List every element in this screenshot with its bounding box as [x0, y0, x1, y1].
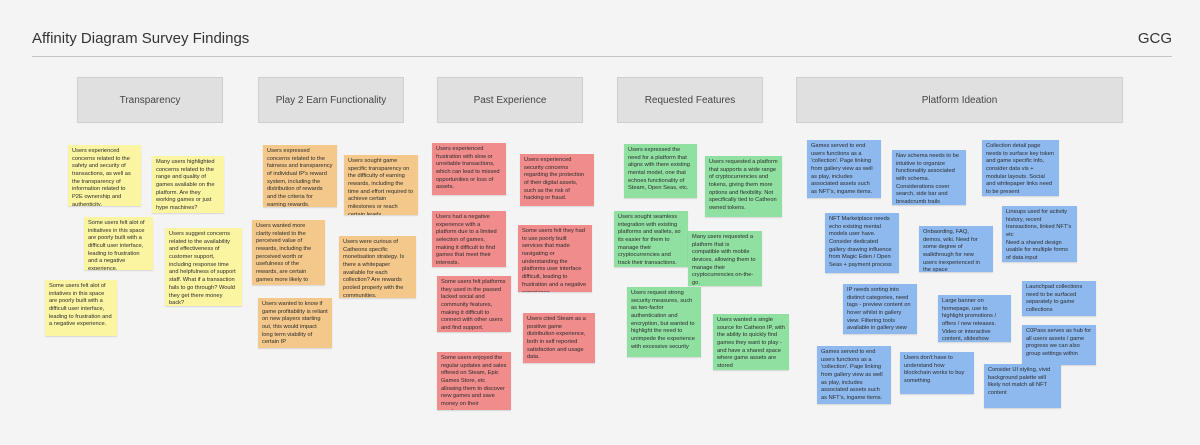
- sticky-note[interactable]: Games served to end users functions as a…: [807, 140, 881, 198]
- sticky-note[interactable]: Some users felt they had to use poorly b…: [518, 225, 592, 292]
- sticky-note[interactable]: Users had a negative experience with a p…: [432, 211, 506, 267]
- header-platform-ideation: Platform Ideation: [796, 77, 1123, 123]
- sticky-note[interactable]: Some users felt platforms they used in t…: [437, 276, 511, 332]
- sticky-note[interactable]: Users don't have to understand how block…: [900, 352, 974, 394]
- title-divider: [32, 56, 1172, 57]
- header-requested-features: Requested Features: [617, 77, 763, 123]
- sticky-note[interactable]: Some users felt alot of initiatives in t…: [84, 217, 153, 270]
- sticky-note[interactable]: IP needs sorting into distinct categorie…: [843, 284, 917, 334]
- sticky-note[interactable]: Users sought seamless integration with e…: [614, 211, 688, 267]
- page-title: Affinity Diagram Survey Findings: [32, 30, 250, 47]
- sticky-note[interactable]: Large banner on homepage, use to highlig…: [938, 295, 1011, 342]
- sticky-note[interactable]: Users experienced frustration with slow …: [432, 143, 506, 195]
- sticky-note[interactable]: Users wanted more clarity related to the…: [252, 220, 325, 285]
- header-past-experience: Past Experience: [437, 77, 583, 123]
- brand-label: GCG: [1137, 30, 1172, 47]
- sticky-note[interactable]: Users cited Steam as a positive game dis…: [523, 313, 595, 363]
- sticky-note[interactable]: Launchpad collections need to be surface…: [1022, 281, 1096, 316]
- sticky-note[interactable]: Users wanted a single source for Catheon…: [713, 314, 789, 370]
- sticky-note[interactable]: Users experienced security concerns rega…: [520, 154, 594, 206]
- header-transparency: Transparency: [77, 77, 223, 123]
- sticky-note[interactable]: Games served to end users functions as a…: [817, 346, 891, 404]
- sticky-note[interactable]: NFT Marketplace needs echo existing ment…: [825, 213, 899, 273]
- header-p2e: Play 2 Earn Functionality: [258, 77, 404, 123]
- sticky-note[interactable]: Some users felt alot of initatives in th…: [45, 280, 117, 336]
- sticky-note[interactable]: Lineups used for activity history, recen…: [1002, 206, 1077, 262]
- sticky-note[interactable]: Onbaording, FAQ, demos, wiki. Need for s…: [919, 226, 993, 272]
- sticky-note[interactable]: Users experienced concerns related to th…: [68, 145, 141, 206]
- sticky-note[interactable]: C0Pass serves as hub for all users asset…: [1022, 325, 1096, 365]
- sticky-note[interactable]: Collection detail page needs to surface …: [982, 140, 1059, 196]
- sticky-note[interactable]: Some users enjoyed the regular updates a…: [437, 352, 511, 410]
- sticky-note[interactable]: Many users highlighted concerns related …: [152, 156, 224, 213]
- sticky-note[interactable]: Users expressed the need for a platform …: [624, 144, 697, 198]
- sticky-note[interactable]: Users expressed concerns related to the …: [263, 145, 337, 207]
- sticky-note[interactable]: Users suggest concerns related to the av…: [165, 228, 242, 306]
- sticky-note[interactable]: Users request strong security measures, …: [627, 287, 701, 357]
- sticky-note[interactable]: Consider UI styling, vivid background pa…: [984, 364, 1061, 408]
- sticky-note[interactable]: Users wanted to know if game profitabili…: [258, 298, 332, 348]
- sticky-note[interactable]: Users requested a platform that supports…: [705, 156, 782, 217]
- sticky-note[interactable]: Nav schema needs to be intuitive to orga…: [892, 150, 966, 205]
- sticky-note[interactable]: Users sought game specific transparency …: [344, 155, 418, 215]
- sticky-note[interactable]: Many users requested a platform that is …: [688, 231, 762, 286]
- sticky-note[interactable]: Users were curious of Catheons specific …: [339, 236, 416, 298]
